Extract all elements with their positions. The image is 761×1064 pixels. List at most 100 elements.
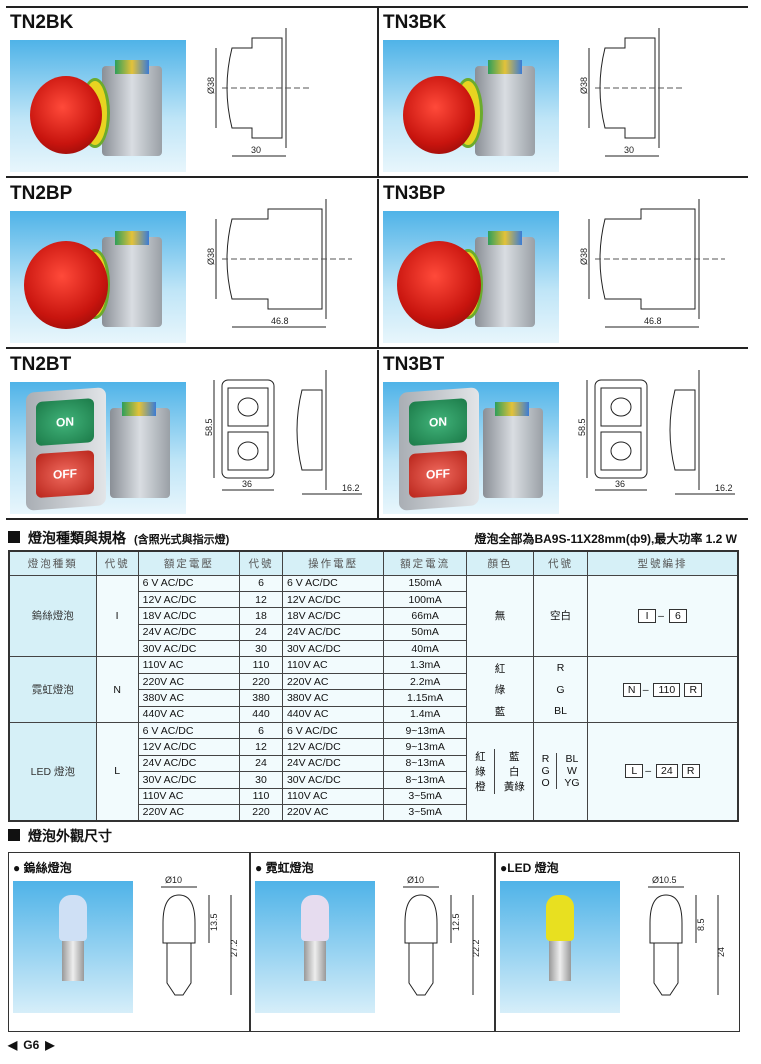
bulb-label: ●LED 燈泡 — [500, 861, 559, 875]
svg-text:36: 36 — [242, 479, 252, 489]
rated-voltage: 18V AC/DC — [137, 607, 241, 625]
color-code: G — [556, 683, 565, 696]
operating-voltage: 12V AC/DC — [281, 590, 385, 609]
voltage-code: 440 — [239, 705, 283, 724]
rated-current: 150mA — [383, 574, 467, 592]
svg-text:12.5: 12.5 — [451, 913, 461, 931]
product-model: TN2BP — [10, 183, 73, 204]
column-header: 操作電壓 — [281, 550, 385, 576]
type-code: N — [95, 656, 139, 724]
color-name: 紅 — [475, 750, 486, 763]
next-page-icon[interactable]: ▶ — [45, 1038, 55, 1052]
color-code: BL — [554, 705, 567, 718]
model-part: 24 — [656, 764, 678, 779]
rated-voltage: 24V AC/DC — [137, 754, 241, 773]
svg-text:24: 24 — [716, 947, 726, 957]
color-code: YG — [564, 777, 580, 790]
voltage-code: 380 — [239, 689, 283, 707]
rated-voltage: 24V AC/DC — [137, 623, 241, 642]
dimension-drawing: 58.5 36 16.2 — [577, 370, 735, 495]
bulb-panel: ● 霓虹燈泡 Ø10 12.5 22.2 — [250, 852, 495, 1032]
mushroom-button-image — [30, 76, 102, 154]
dimension-drawing: Ø38 30 — [579, 28, 685, 157]
voltage-code: 6 — [239, 722, 283, 740]
svg-text:46.8: 46.8 — [271, 316, 289, 326]
svg-text:16.2: 16.2 — [342, 483, 360, 493]
spec-subtitle: (含照光式與指示燈) — [134, 534, 230, 546]
svg-text:Ø38: Ø38 — [206, 248, 216, 265]
bulb-title: 燈泡外觀尺寸 — [28, 828, 112, 844]
svg-text:16.2: 16.2 — [715, 483, 733, 493]
dimension-drawing: 58.5 36 16.2 — [204, 370, 362, 495]
off-label: OFF — [409, 450, 467, 499]
rated-current: 1.4mA — [383, 705, 467, 724]
color-code: 空白 — [549, 610, 571, 623]
color-code-cell: 空白 — [533, 574, 588, 658]
voltage-code: 110 — [239, 656, 283, 674]
column-header: 型號編排 — [586, 550, 739, 576]
bulb-photo — [13, 881, 133, 1013]
color-name: 橙 — [475, 780, 486, 793]
prev-page-icon[interactable]: ◀ — [8, 1038, 18, 1052]
rated-voltage: 380V AC — [137, 689, 241, 707]
product-model: TN2BK — [10, 12, 74, 33]
page-footer: ◀ G6 ▶ — [8, 1038, 54, 1052]
product-cell: TN3BP Ø38 46.8 — [377, 179, 748, 349]
rated-current: 9~13mA — [383, 738, 467, 756]
voltage-code: 220 — [239, 803, 283, 822]
color-cell: 紅綠橙藍白黃綠 — [465, 722, 535, 822]
operating-voltage: 12V AC/DC — [281, 738, 385, 756]
rated-voltage: 12V AC/DC — [137, 590, 241, 609]
operating-voltage: 30V AC/DC — [281, 640, 385, 658]
color-code: R — [556, 662, 565, 675]
rated-voltage: 220V AC — [137, 672, 241, 691]
svg-text:58.5: 58.5 — [204, 418, 214, 436]
square-bullet-icon — [8, 829, 20, 841]
column-header: 燈泡種類 — [8, 550, 97, 576]
spec-note: 燈泡全部為BA9S-11X28mm(ф9),最大功率 1.2 W — [474, 532, 737, 546]
bulb-panel: ●LED 燈泡 Ø10.5 8.5 24 — [495, 852, 740, 1032]
product-cell: TN3BK Ø38 30 — [377, 8, 748, 178]
spec-section-title: 燈泡種類與規格(含照光式與指示燈) — [8, 528, 229, 548]
rated-current: 100mA — [383, 590, 467, 609]
color-name: 綠 — [494, 684, 506, 697]
on-label: ON — [36, 398, 94, 447]
model-part: R — [681, 764, 700, 779]
svg-text:30: 30 — [624, 145, 634, 155]
color-name: 黃綠 — [503, 780, 525, 793]
voltage-code: 12 — [239, 590, 283, 609]
svg-text:58.5: 58.5 — [577, 418, 587, 436]
dimension-drawing: Ø38 46.8 — [579, 199, 725, 328]
svg-text:Ø10.5: Ø10.5 — [652, 875, 677, 885]
bulb-section-title: 燈泡外觀尺寸 — [8, 826, 112, 846]
product-photo — [10, 40, 186, 172]
product-cell: TN2BP Ø38 46.8 — [6, 179, 377, 349]
bulb-type: LED 燈泡 — [8, 722, 97, 822]
operating-voltage: 18V AC/DC — [281, 607, 385, 625]
voltage-code: 30 — [239, 771, 283, 789]
rated-voltage: 12V AC/DC — [137, 738, 241, 756]
model-part: R — [684, 682, 703, 697]
rated-current: 66mA — [383, 607, 467, 625]
svg-text:Ø38: Ø38 — [579, 77, 589, 94]
color-name: 無 — [494, 610, 506, 623]
operating-voltage: 6 V AC/DC — [281, 722, 385, 740]
operating-voltage: 220V AC — [281, 803, 385, 822]
product-model: TN3BK — [383, 12, 447, 33]
column-header: 代號 — [95, 550, 139, 576]
